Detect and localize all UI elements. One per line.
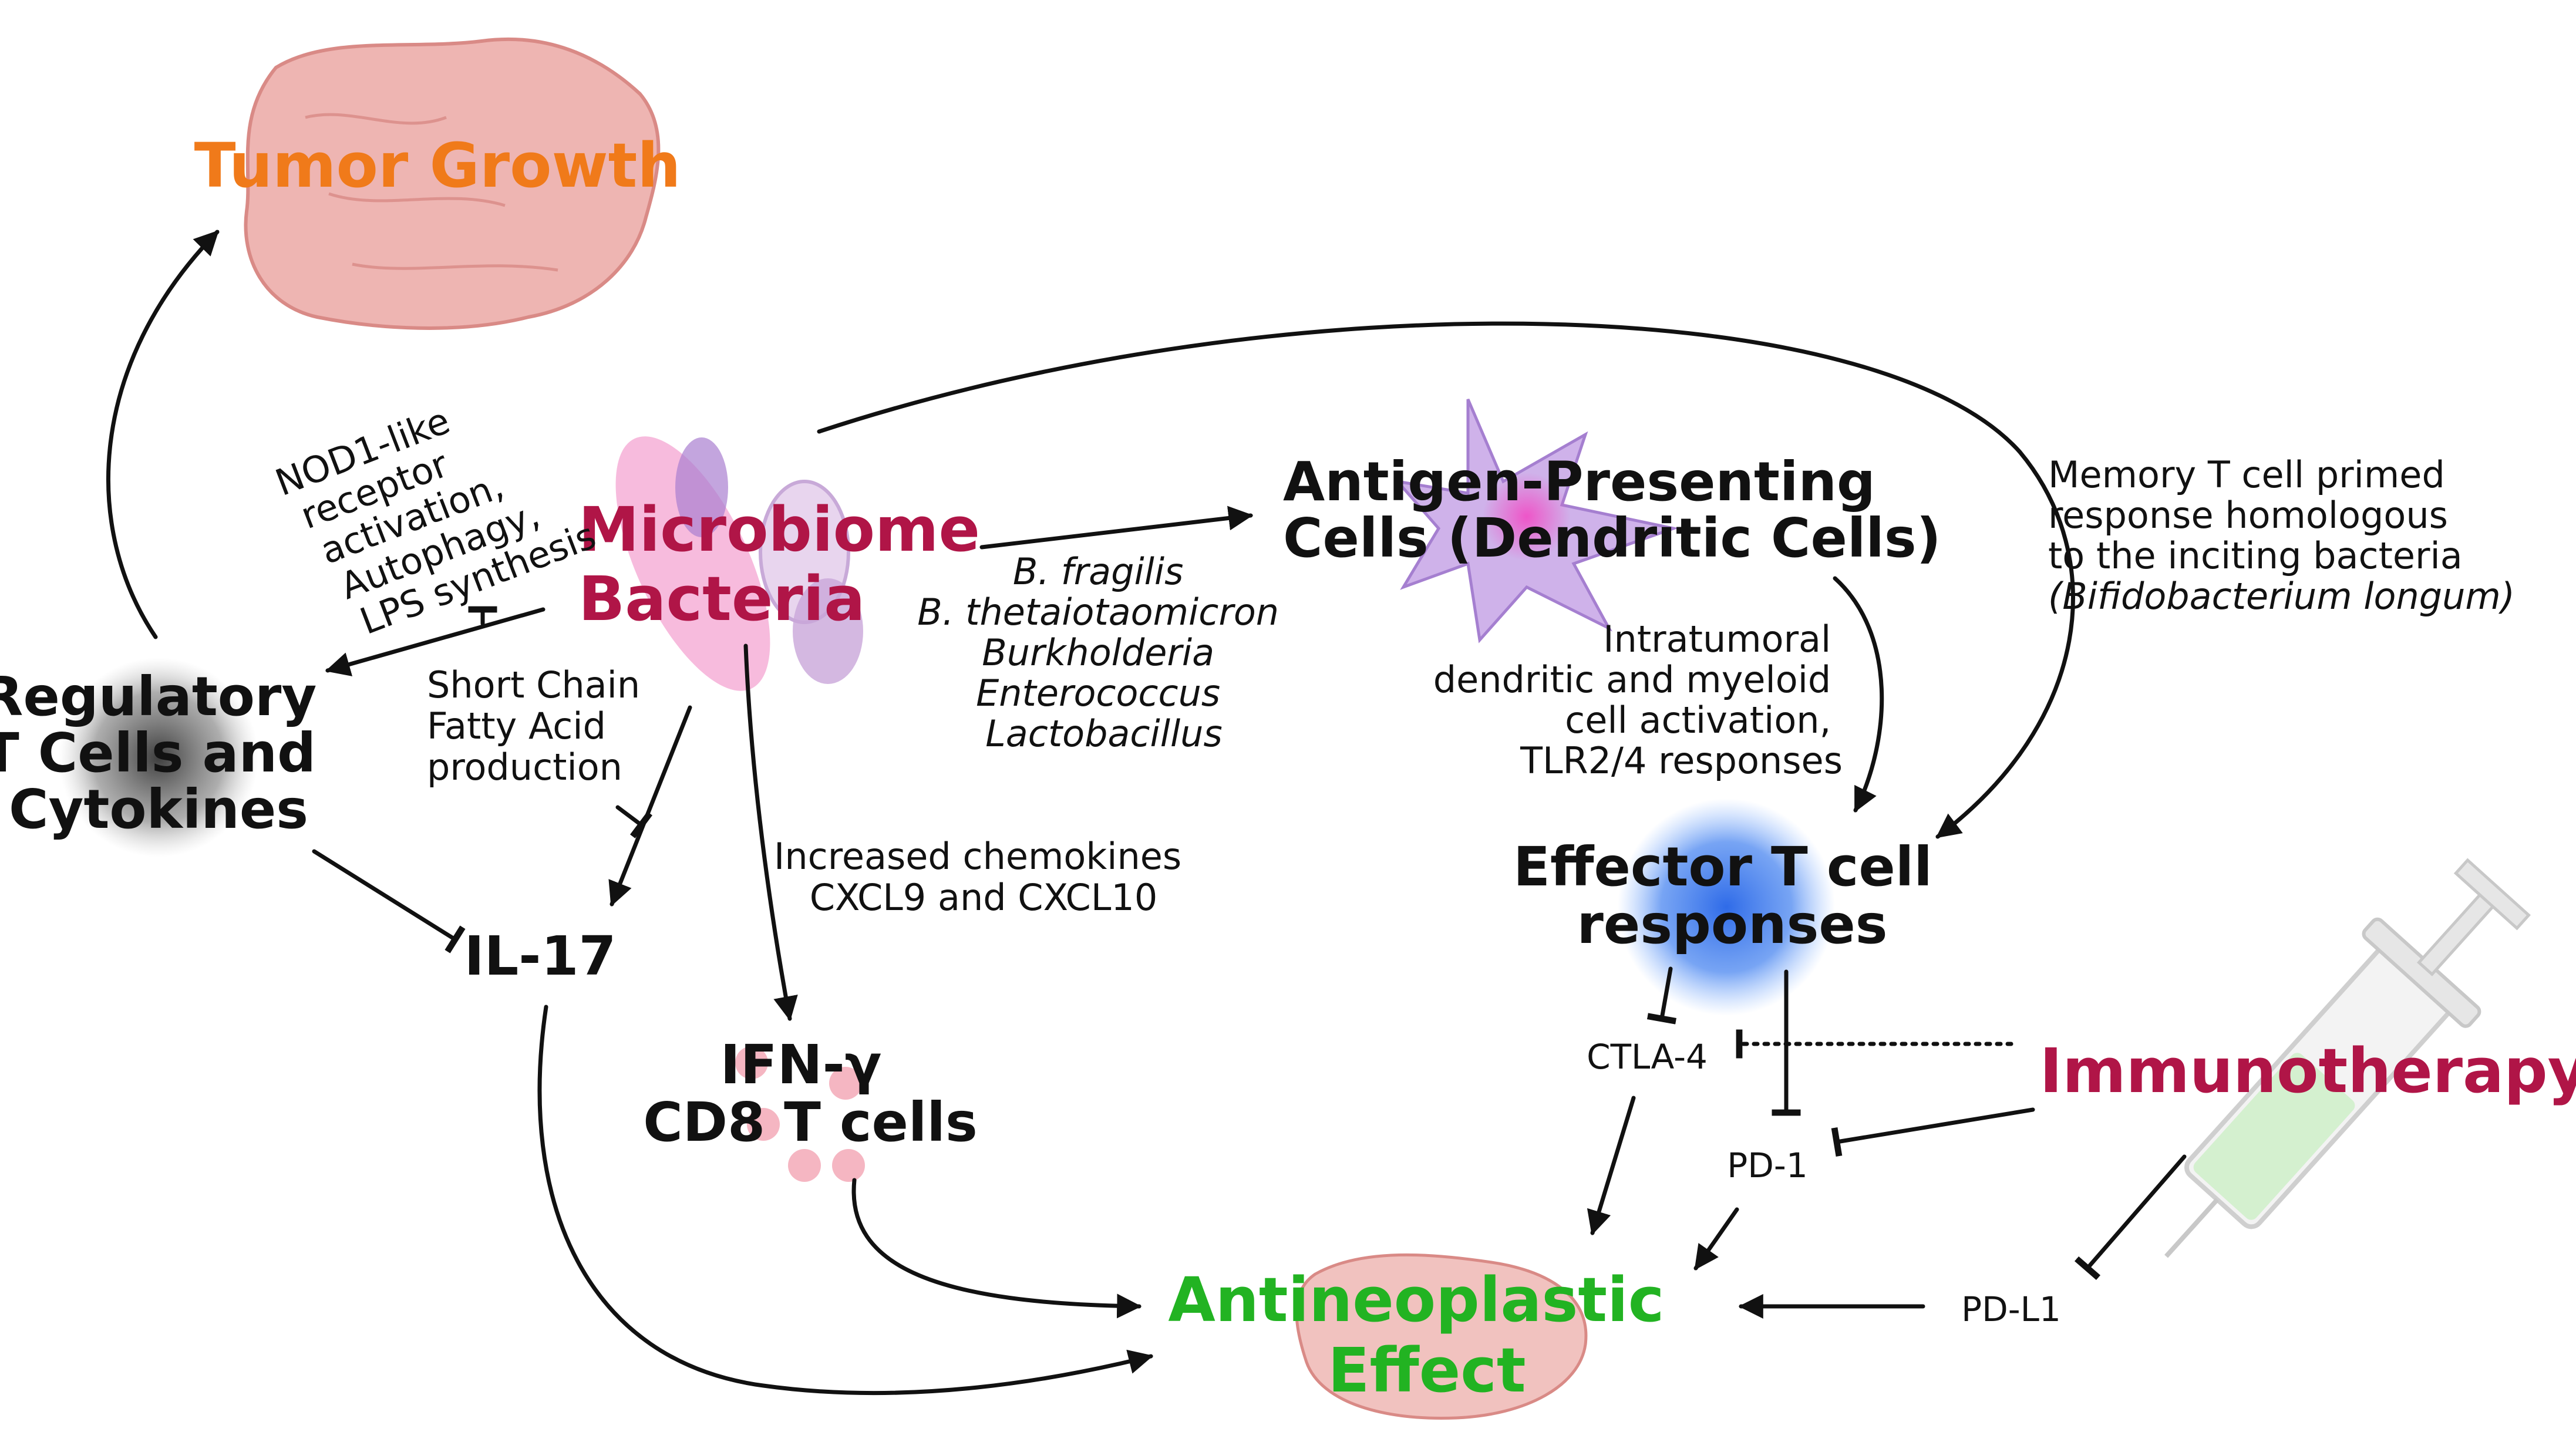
ifn-line2: CD8 T cells bbox=[643, 1091, 977, 1154]
bacteria-species-list: B. fragilis B. thetaiotaomicron Burkhold… bbox=[917, 550, 1291, 755]
tumor-growth-label: Tumor Growth bbox=[194, 130, 681, 201]
arrow-ctla4-to-antineoplastic bbox=[1587, 1096, 1636, 1236]
antineoplastic-label: Antineoplastic Effect bbox=[1168, 1264, 1685, 1406]
scfa-line3: production bbox=[427, 746, 622, 789]
arrow-apc-to-effector bbox=[1833, 576, 1884, 813]
scfa-annotation: Short Chain Fatty Acid production bbox=[427, 663, 652, 789]
dendritic-line2: dendritic and myeloid bbox=[1433, 658, 1831, 701]
arrow-il17-to-antineoplastic bbox=[537, 1005, 1154, 1396]
dendritic-cell-icon bbox=[1393, 399, 1679, 643]
syringe-icon bbox=[2164, 858, 2531, 1258]
nod1-annotation: NOD1-like receptor activation, Autophagy… bbox=[270, 365, 601, 653]
tumor-blob-icon bbox=[244, 37, 661, 330]
dendritic-line4: TLR2/4 responses bbox=[1520, 739, 1843, 782]
inhibit-immunotherapy-to-pd1 bbox=[1831, 1107, 2035, 1157]
chemokines-line1: Increased chemokines bbox=[774, 835, 1181, 878]
dendritic-line1: Intratumoral bbox=[1603, 618, 1831, 661]
species-1: B. fragilis bbox=[1013, 550, 1184, 593]
memory-line1: Memory T cell primed bbox=[2048, 453, 2445, 496]
species-3: Burkholderia bbox=[982, 631, 1214, 674]
arrow-microbiome-to-apc bbox=[979, 506, 1254, 550]
regulatory-line2: T Cells and bbox=[0, 722, 316, 784]
ctla4-label: CTLA-4 bbox=[1587, 1037, 1708, 1077]
arrow-microbiome-to-il17 bbox=[608, 705, 692, 907]
arrow-microbiome-to-ifn bbox=[743, 643, 798, 1022]
scfa-line1: Short Chain bbox=[427, 663, 640, 706]
apc-line1: Antigen-Presenting bbox=[1283, 450, 1875, 513]
arrow-regulatory-to-tumor bbox=[106, 230, 220, 639]
memory-annotation: Memory T cell primed response homologous… bbox=[2048, 453, 2515, 618]
tumor-blob-small-icon bbox=[1295, 1253, 1588, 1420]
microbiome-label-line1: Microbiome bbox=[578, 494, 980, 565]
effector-line1: Effector T cell bbox=[1513, 835, 1932, 898]
effector-line2: responses bbox=[1577, 893, 1888, 956]
microbiome-label: Microbiome Bacteria bbox=[578, 494, 1001, 635]
memory-line4: (Bifidobacterium longum) bbox=[2048, 575, 2515, 618]
chemokines-annotation: Increased chemokines CXCL9 and CXCL10 bbox=[774, 835, 1193, 919]
regulatory-label: Regulatory T Cells and Cytokines bbox=[0, 665, 335, 841]
antineoplastic-line2: Effect bbox=[1328, 1335, 1526, 1406]
tcell-dots-icon bbox=[735, 1046, 865, 1182]
effector-cell-glow-icon bbox=[1618, 798, 1835, 1016]
inhibit-syringe-to-pdl1 bbox=[2074, 1154, 2187, 1281]
apc-line2: Cells (Dendritic Cells) bbox=[1283, 507, 1941, 570]
pdl1-label: PD-L1 bbox=[1961, 1289, 2061, 1329]
regulatory-cell-glow-icon bbox=[59, 658, 258, 857]
antineoplastic-line1: Antineoplastic bbox=[1168, 1264, 1664, 1336]
inhibit-effector-to-ctla4 bbox=[1646, 966, 1677, 1025]
arrow-microbiome-to-effector-long bbox=[817, 321, 2075, 839]
arrow-pd1-to-antineoplastic bbox=[1693, 1207, 1739, 1271]
pd1-label: PD-1 bbox=[1727, 1145, 1807, 1185]
microbiome-label-line2: Bacteria bbox=[578, 563, 865, 635]
apc-label: Antigen-Presenting Cells (Dendritic Cell… bbox=[1283, 450, 1941, 570]
ifn-line1: IFN-γ bbox=[720, 1033, 882, 1096]
species-2: B. thetaiotaomicron bbox=[917, 591, 1279, 634]
inhibit-regulatory-to-il17 bbox=[312, 849, 466, 953]
memory-line3: to the inciting bacteria bbox=[2048, 534, 2463, 577]
arrow-ifn-to-antineoplastic bbox=[851, 1178, 1142, 1319]
species-5: Lactobacillus bbox=[985, 712, 1223, 755]
effector-label: Effector T cell responses bbox=[1513, 835, 1951, 956]
species-4: Enterococcus bbox=[976, 672, 1220, 715]
dendritic-activation-annotation: Intratumoral dendritic and myeloid cell … bbox=[1433, 618, 1843, 782]
inhibit-scfa-to-il17 bbox=[615, 805, 653, 838]
memory-line2: response homologous bbox=[2048, 494, 2448, 537]
regulatory-line1: Regulatory bbox=[0, 665, 316, 728]
ifn-cd8-label: IFN-γ CD8 T cells bbox=[643, 1033, 977, 1154]
dendritic-line3: cell activation, bbox=[1565, 699, 1831, 742]
regulatory-line3: Cytokines bbox=[9, 778, 308, 841]
immunotherapy-label: Immunotherapy bbox=[2040, 1035, 2576, 1107]
bacteria-cluster-icon bbox=[615, 436, 863, 691]
scfa-line2: Fatty Acid bbox=[427, 705, 606, 747]
chemokines-line2: CXCL9 and CXCL10 bbox=[810, 876, 1158, 919]
il17-label: IL-17 bbox=[464, 925, 616, 988]
arrow-microbiome-to-regulatory bbox=[325, 607, 545, 676]
